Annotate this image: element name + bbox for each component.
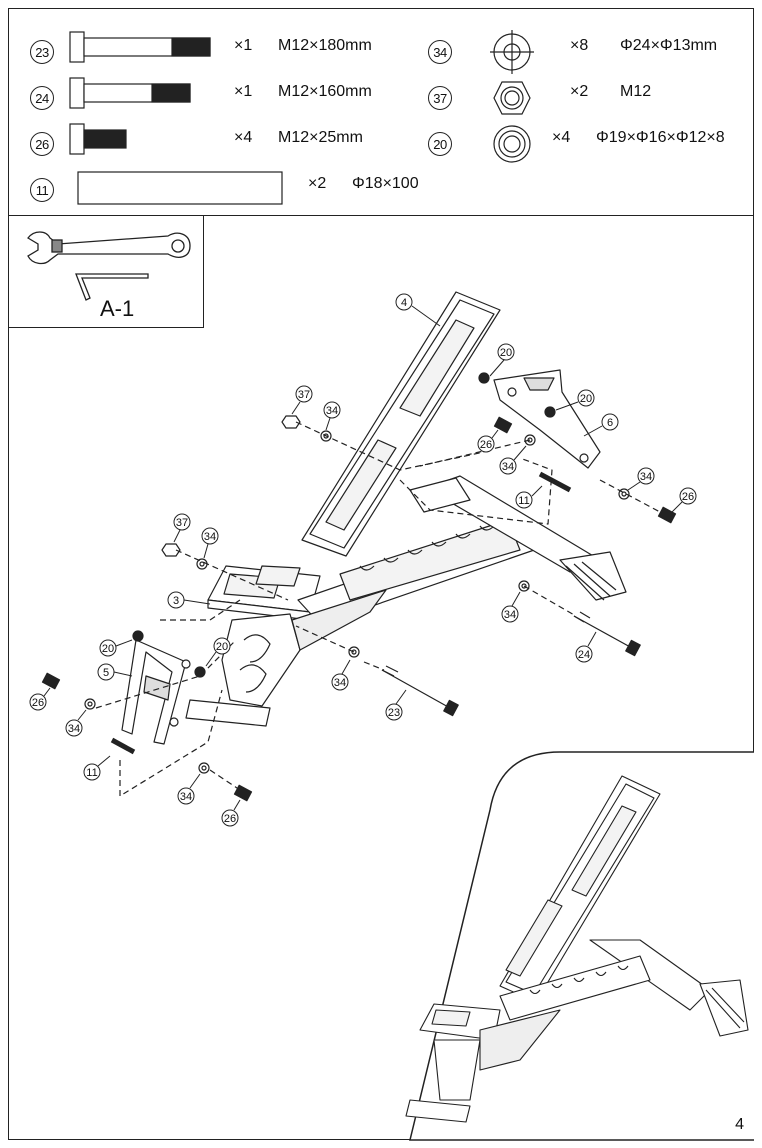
callout-label: 23: [388, 707, 400, 719]
part-quantity: ×8: [570, 37, 589, 54]
pin-11-left: [110, 737, 136, 755]
part-quantity: ×1: [234, 83, 253, 100]
nut-icon: [493, 81, 531, 115]
callout-label: 34: [204, 531, 216, 543]
callout-label: 5: [103, 667, 109, 679]
pin-icon: [77, 171, 283, 205]
callout-label: 20: [500, 347, 512, 359]
part-quantity: ×1: [234, 37, 253, 54]
part-quantity: ×4: [234, 129, 253, 146]
allen-key-icon: [75, 273, 149, 301]
callout-label: 34: [180, 791, 192, 803]
part-spec: M12×160mm: [278, 83, 372, 100]
part-number-badge: 24: [30, 86, 54, 110]
part-spec: Φ19×Φ16×Φ12×8: [596, 129, 725, 146]
hardware-nut-37: [161, 415, 301, 557]
part-spec: M12: [620, 83, 652, 100]
part-number-badge: 26: [30, 132, 54, 156]
part-number-badge: 23: [30, 40, 54, 64]
tool-icons: [27, 231, 191, 301]
short-bolt-icon: [69, 123, 127, 155]
part-quantity: ×2: [570, 83, 589, 100]
long-bolt-icon: [69, 31, 211, 63]
bolt-24: [573, 611, 641, 657]
part-row-23: 23: [30, 34, 54, 70]
part-quantity: ×4: [552, 129, 571, 146]
callout-label: 26: [682, 491, 694, 503]
tool-label: A-1: [100, 296, 135, 321]
part-spec: Φ18×100: [352, 175, 419, 192]
front-leg: [185, 589, 387, 727]
callout-label: 26: [224, 813, 236, 825]
part-row-24: 24: [30, 80, 54, 116]
callout-label: 3: [173, 595, 179, 607]
callout-label: 26: [480, 439, 492, 451]
part-number-badge: 11: [30, 178, 54, 202]
callout-label: 11: [86, 767, 97, 779]
callout-label: 20: [102, 643, 114, 655]
callout-label: 34: [334, 677, 346, 689]
part-spec: M12×180mm: [278, 37, 372, 54]
callout-label: 11: [518, 495, 529, 507]
bolt-23: [381, 665, 459, 717]
seat-frame: [207, 565, 321, 621]
part-number-badge: 20: [428, 132, 452, 156]
pin-11-right: [538, 471, 572, 493]
wrench-icon: [27, 231, 191, 265]
part-number-badge: 37: [428, 86, 452, 110]
backrest-frame: [301, 291, 501, 557]
callout-label: 34: [504, 609, 516, 621]
callout-label: 20: [580, 393, 592, 405]
parts-list: 23 ×1 M12×180mm 24 ×1 M12×160mm 26 ×4 M1…: [8, 8, 754, 216]
part-row-11: 11: [30, 172, 54, 208]
hardware-washer-34: [84, 430, 630, 774]
page-frame: [8, 8, 754, 1140]
part-row-20: 20: [428, 126, 452, 162]
part-row-34: 34: [428, 34, 452, 70]
callout-label: 37: [176, 517, 188, 529]
part-row-26: 26: [30, 126, 54, 162]
part-row-37: 37: [428, 80, 452, 116]
bracket-part-6: [493, 369, 601, 469]
callout-label: 34: [502, 461, 514, 473]
page-number: 4: [735, 1116, 744, 1133]
callout-label: 34: [640, 471, 652, 483]
part-number-badge: 34: [428, 40, 452, 64]
callout-labels: 4 20 20 6 37 34 26 34 11 34 26 37 34 3 3…: [29, 293, 697, 827]
callout-label: 20: [216, 641, 228, 653]
callout-label: 34: [326, 405, 338, 417]
callout-label: 37: [298, 389, 310, 401]
callout-label: 24: [578, 649, 590, 661]
bracket-part-5: [121, 639, 191, 745]
rear-stabilizer: [409, 475, 627, 601]
part-icons: [69, 30, 534, 205]
callout-label: 34: [68, 723, 80, 735]
bushing-icon: [493, 125, 531, 163]
tools-box: A-1: [8, 216, 204, 328]
washer-icon: [490, 30, 534, 74]
part-spec: Φ24×Φ13mm: [620, 37, 718, 54]
callout-label: 4: [401, 297, 407, 309]
hardware-bushing-20: [132, 372, 556, 678]
callout-label: 26: [32, 697, 44, 709]
long-bolt-icon: [69, 77, 191, 109]
part-spec: M12×25mm: [278, 129, 363, 146]
callout-label: 6: [607, 417, 613, 429]
assembled-view-inset: [405, 751, 754, 1141]
part-quantity: ×2: [308, 175, 327, 192]
